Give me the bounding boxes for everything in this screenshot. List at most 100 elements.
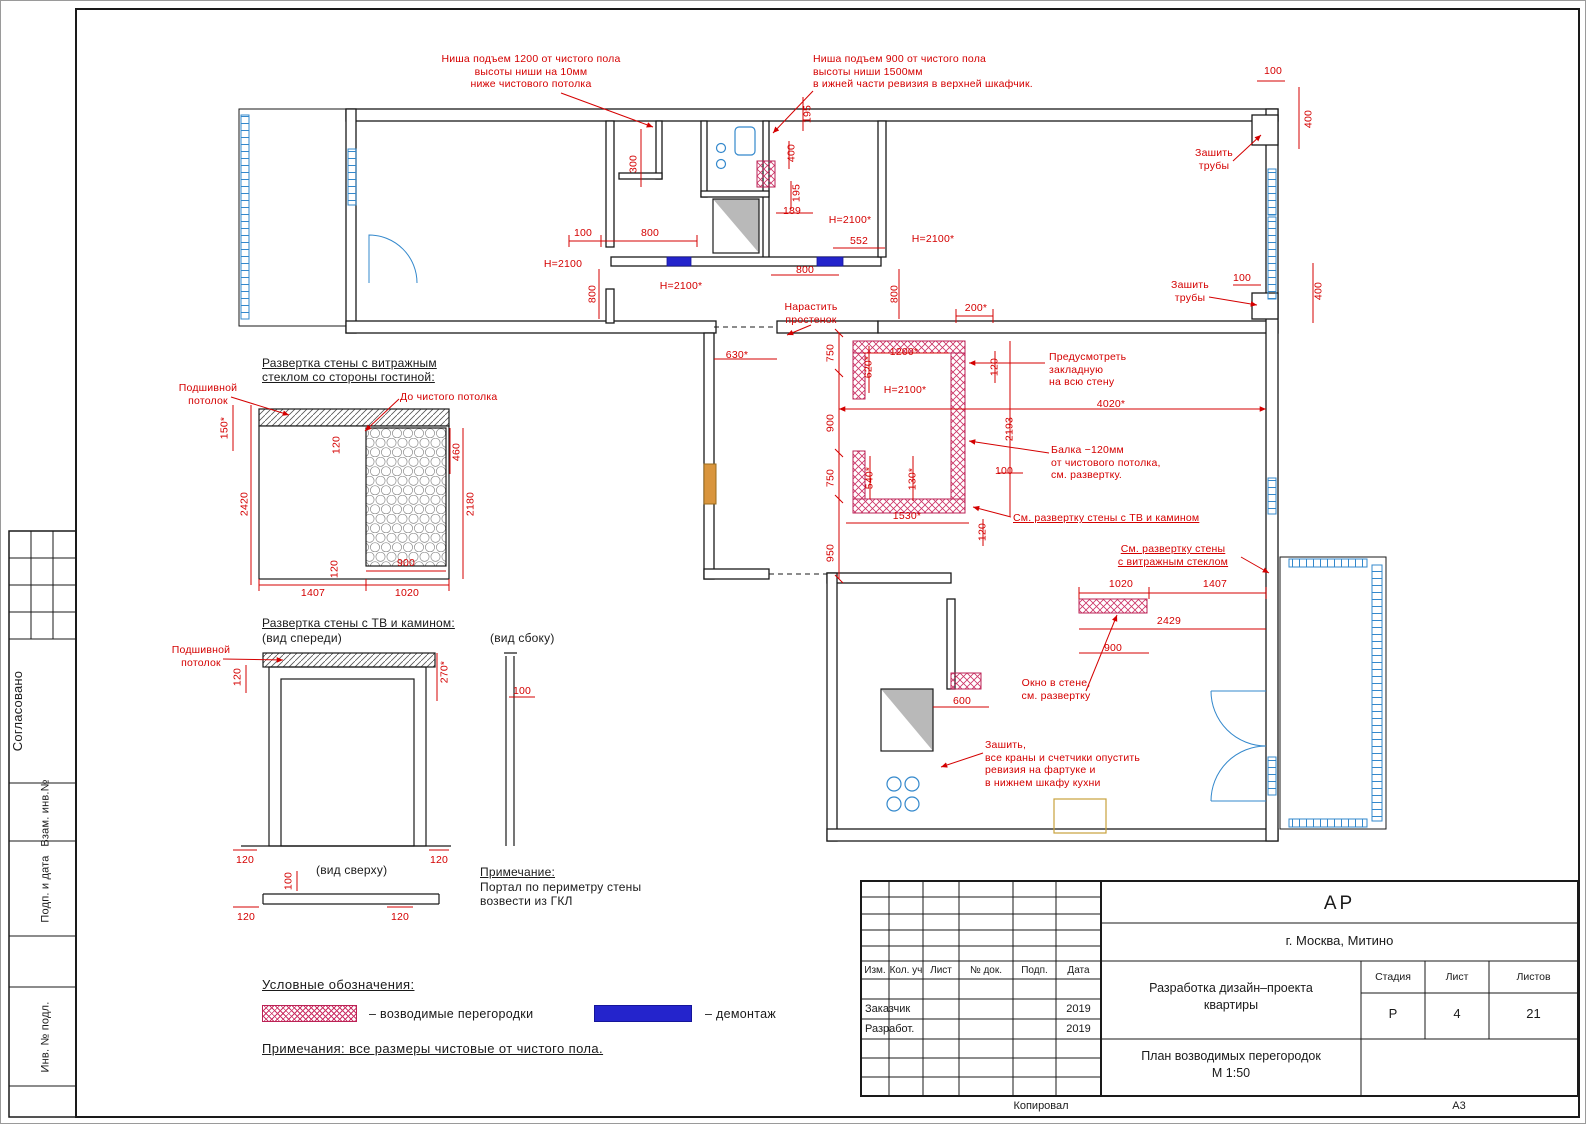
titleblock-sheet-value: 4 — [1453, 1006, 1461, 1021]
dimension-label: 750 — [824, 343, 837, 363]
titleblock-customer-year: 2019 — [1066, 1003, 1091, 1015]
walls — [238, 108, 1279, 842]
dimension-label: 800 — [795, 264, 815, 276]
dimension-label: 2429 — [1156, 615, 1182, 627]
format-label: А3 — [1452, 1100, 1466, 1112]
dimension-label: 1407 — [300, 587, 326, 599]
dimension-label: 120 — [236, 911, 256, 923]
dimension-label: 630* — [725, 349, 749, 361]
dimension-label: 100 — [512, 685, 532, 697]
dimension-label: См. развертку стены с ТВ и камином — [1013, 512, 1200, 524]
windows-doors — [240, 114, 1387, 830]
dimension-label: Окно в стене, см. развертку — [1021, 677, 1091, 702]
dimension-label: Зашить трубы — [1171, 279, 1209, 304]
dimension-label: 100 — [573, 227, 593, 239]
dimension-label: 270* — [438, 660, 451, 684]
titleblock-stage-value: Р — [1388, 1006, 1398, 1021]
titleblock-col-dok: № док. — [969, 965, 1003, 976]
dimension-label: 200* — [964, 302, 988, 314]
dimension-label: 1020 — [394, 587, 420, 599]
dimension-label: 120 — [330, 435, 343, 455]
dimension-label: 400 — [1302, 109, 1315, 129]
legend-title: Условные обозначения: — [262, 977, 415, 992]
dimension-label: H=2100* — [911, 233, 955, 245]
titleblock-sheets-value: 21 — [1526, 1006, 1541, 1021]
drawing-note: Подп. и дата — [39, 855, 52, 923]
dimension-label: 800 — [640, 227, 660, 239]
dimension-label: 189 — [782, 205, 802, 217]
titleblock-stage-label: Стадия — [1375, 971, 1411, 983]
titleblock-drawing-line1: План возводимых перегородок — [1141, 1049, 1321, 1063]
titleblock-col-izm: Изм. — [864, 965, 886, 976]
dimension-label: Ниша подъем 900 от чистого пола высоты н… — [813, 53, 1033, 91]
dimension-label: 130* — [906, 467, 919, 491]
dimension-label: H=2100* — [659, 280, 703, 292]
drawing-note: Взам. инв.№ — [39, 779, 52, 847]
dimension-label: Ниша подъем 1200 от чистого пола высоты … — [441, 53, 621, 91]
titleblock-lines — [860, 880, 1579, 1097]
dimension-label: 195 — [790, 183, 803, 203]
dimension-label: До чистого потолка — [400, 391, 498, 403]
drawing-note: Примечание: — [480, 865, 555, 879]
dimension-label: 620* — [862, 355, 875, 379]
dimension-label: Предусмотреть закладную на всю стену — [1049, 351, 1127, 389]
dimension-label: 100 — [1263, 65, 1283, 77]
titleblock-project-line1: Разработка дизайн–проекта — [1149, 981, 1313, 995]
dimension-label: 460 — [450, 442, 463, 462]
titleblock-developer-year: 2019 — [1066, 1023, 1091, 1035]
dimension-label: 400 — [785, 143, 798, 163]
titleblock-customer-label: Заказчик — [865, 1003, 911, 1015]
dimension-label: H=2100* — [828, 214, 872, 226]
titleblock-col-podp: Подп. — [1021, 965, 1048, 976]
legend-partition-label: – возводимые перегородки — [369, 1007, 534, 1021]
dimension-label: 1530* — [892, 510, 922, 522]
drawing-note: Согласовано — [10, 670, 26, 752]
dimension-label: 4020* — [1096, 398, 1126, 410]
dimension-label: 150* — [218, 416, 231, 440]
titleblock-col-data: Дата — [1067, 965, 1090, 976]
dimension-label: 120 — [235, 854, 255, 866]
dimension-label: 100 — [1232, 272, 1252, 284]
dimension-label: 195 — [801, 104, 814, 124]
dimension-label: 1200* — [889, 346, 919, 358]
leader-lines — [222, 90, 1270, 768]
drawing-note: (вид сверху) — [316, 863, 388, 877]
dimension-label: 750 — [824, 468, 837, 488]
titleblock-location: г. Москва, Митино — [1285, 933, 1394, 948]
dimension-label: H=2100 — [543, 258, 583, 270]
dimension-label: 400 — [1312, 281, 1325, 301]
titleblock-developer-label: Разработ. — [865, 1023, 915, 1035]
dimension-label: 1020 — [1108, 578, 1134, 590]
titleblock-project-line2: квартиры — [1203, 998, 1259, 1012]
dimension-label: 100 — [282, 871, 295, 891]
dimension-label: H=2100* — [883, 384, 927, 396]
dimension-label: Подшивной потолок — [171, 644, 231, 669]
titleblock-code: АР — [1323, 893, 1356, 914]
dimension-label: 120 — [231, 667, 244, 687]
drawing-note: Развертка стены с ТВ и камином: — [262, 616, 455, 630]
dimension-label: Зашить трубы — [1195, 147, 1233, 172]
copied-label: Копировал — [1013, 1100, 1069, 1112]
dimension-label: 1407 — [1202, 578, 1228, 590]
drawing-note: Инв. № подл. — [39, 1001, 52, 1073]
dimension-label: 120 — [976, 522, 989, 542]
dimension-label: 540* — [863, 466, 876, 490]
dimension-label: 100 — [994, 465, 1014, 477]
dimension-label: 950 — [824, 543, 837, 563]
demolition-marks — [666, 256, 844, 267]
dimension-label: 800 — [888, 284, 901, 304]
legend-demolition-swatch — [594, 1005, 692, 1022]
dimension-label: 120 — [328, 559, 341, 579]
dimension-label: Зашить, все краны и счетчики опустить ре… — [985, 739, 1141, 789]
dimension-label: 300 — [627, 154, 640, 174]
dimension-label: 120 — [429, 854, 449, 866]
titleblock-col-koluch: Кол. уч — [889, 965, 923, 976]
legend-demolition-label: – демонтаж — [705, 1007, 777, 1021]
sheet-frame — [8, 8, 1580, 1118]
legend-note: Примечания: все размеры чистовые от чист… — [262, 1041, 604, 1056]
titleblock-sheet-label: Лист — [1445, 971, 1469, 983]
dimension-label: См. развертку стены с витражным стеклом — [1117, 543, 1229, 568]
dimension-label: 120 — [988, 357, 1001, 377]
dimension-label: 2193 — [1003, 416, 1016, 442]
